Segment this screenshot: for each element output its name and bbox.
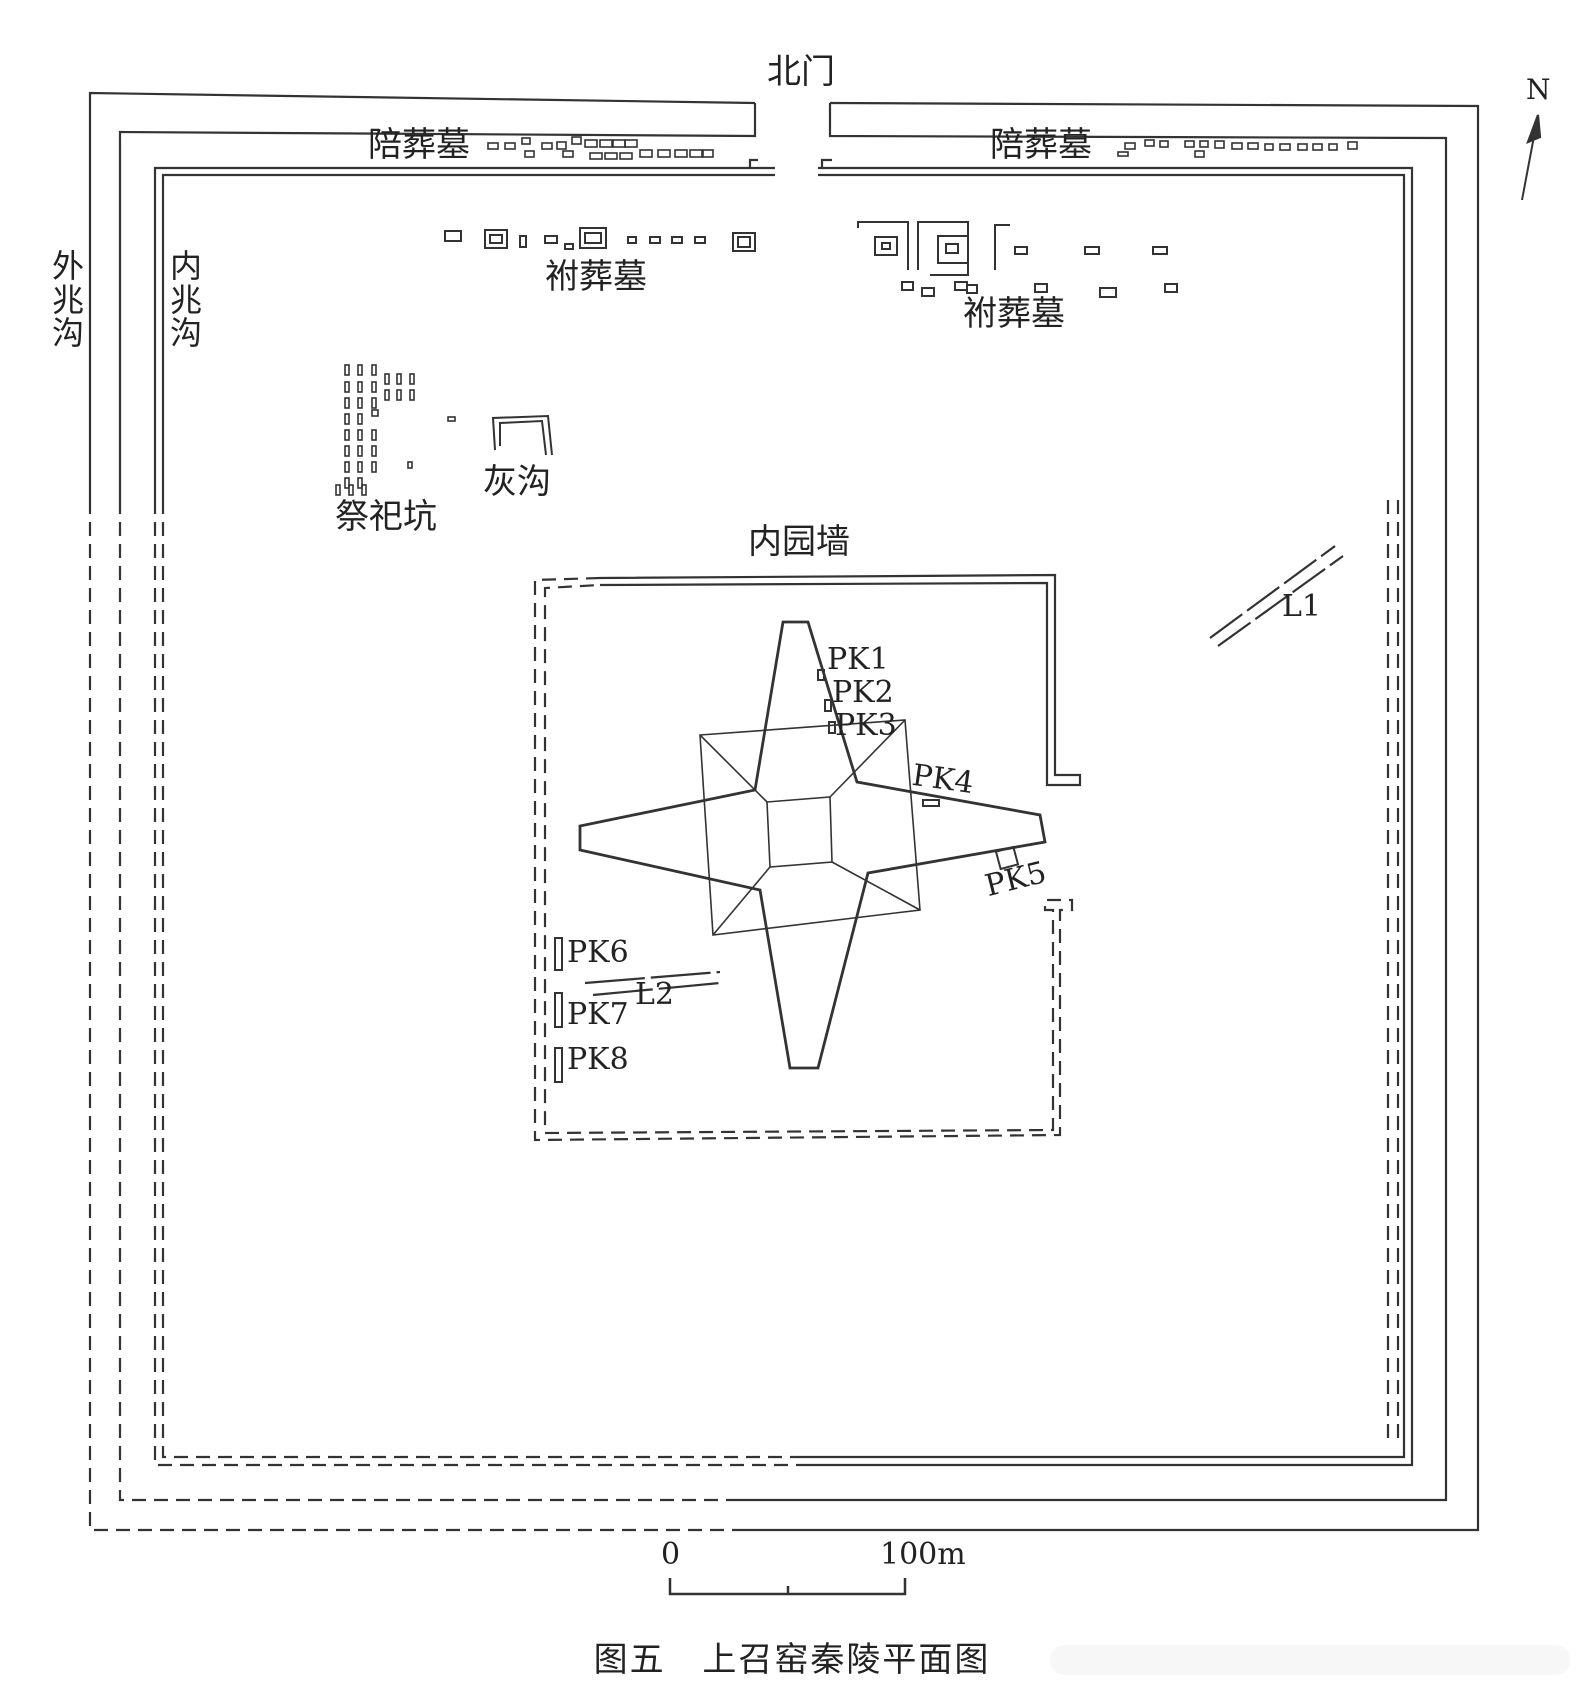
outer-ditch-label: 外兆沟 bbox=[51, 247, 84, 353]
inner-garden-wall-label: 内园墙 bbox=[748, 522, 850, 562]
pk6-label: PK6 bbox=[567, 935, 629, 970]
inner-ditch bbox=[153, 158, 1414, 1467]
sacrifice-pits-label: 祭祀坑 bbox=[335, 497, 437, 537]
pk3-label: PK3 bbox=[835, 708, 897, 743]
pk7-label: PK7 bbox=[567, 997, 629, 1032]
figure-title: 上召窑秦陵平面图 bbox=[702, 1640, 991, 1680]
scale-start-label: 0 bbox=[661, 1537, 681, 1572]
companion-tombs-left-label: 陪葬墓 bbox=[368, 125, 470, 165]
figure-caption: 图五 上召窑秦陵平面图 bbox=[0, 1632, 1584, 1681]
north-arrow-icon bbox=[1521, 114, 1542, 201]
pk4-label: PK4 bbox=[909, 757, 976, 802]
east-dashed-wall bbox=[1386, 500, 1400, 1440]
mausoleum-mound bbox=[578, 620, 1047, 1070]
inner-ditch-label: 内兆沟 bbox=[169, 247, 202, 353]
road-l2 bbox=[584, 970, 721, 997]
north-arrow-label: N bbox=[1526, 73, 1551, 106]
road-l2-label: L2 bbox=[635, 977, 675, 1012]
pits bbox=[554, 669, 1020, 1083]
road-l1 bbox=[1209, 545, 1344, 647]
subsidiary-tombs-right-label: 祔葬墓 bbox=[963, 294, 1065, 334]
companion-tomb-markers bbox=[487, 136, 1358, 160]
watermark-blur bbox=[1050, 1645, 1570, 1675]
ash-ditch bbox=[491, 414, 553, 456]
inner-garden-wall-outline bbox=[533, 573, 1082, 1142]
outer-ditch bbox=[88, 91, 1480, 1532]
pk8-label: PK8 bbox=[567, 1042, 629, 1077]
scale-bar-graphic bbox=[668, 1578, 907, 1596]
subsidiary-tomb-markers bbox=[444, 221, 1178, 298]
subsidiary-tombs-left-label: 祔葬墓 bbox=[545, 257, 647, 297]
road-l1-label: L1 bbox=[1282, 589, 1322, 624]
pk1-label: PK1 bbox=[827, 642, 889, 677]
north-gate-label: 北门 bbox=[767, 52, 835, 92]
scale-end-label: 100m bbox=[880, 1537, 966, 1572]
companion-tombs-right-label: 陪葬墓 bbox=[990, 125, 1092, 165]
sacrifice-pit-markers bbox=[335, 364, 456, 496]
figure-number: 图五 bbox=[593, 1640, 666, 1680]
ash-ditch-label: 灰沟 bbox=[483, 462, 551, 502]
pk2-label: PK2 bbox=[832, 675, 894, 710]
